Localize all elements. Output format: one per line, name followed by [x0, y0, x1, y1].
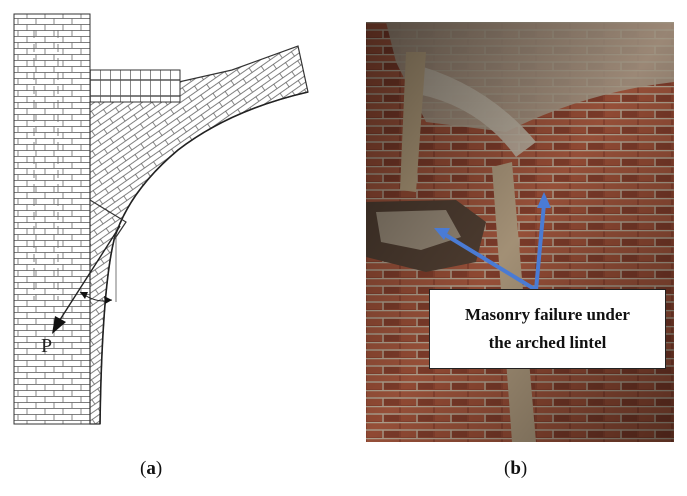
callout-line-2: the arched lintel: [488, 333, 607, 352]
caption-a-open: (: [140, 458, 147, 479]
force-arrow-line: [55, 225, 121, 327]
callout-arrow: [534, 203, 546, 291]
left-pier: [13, 13, 91, 425]
header-course: [89, 69, 181, 103]
caption-b-close: ): [520, 458, 528, 479]
callout-arrow-head: [537, 192, 551, 208]
angle-arc-tick: [104, 296, 112, 304]
caption-b-letter: b: [510, 458, 521, 479]
callout-line-1: Masonry failure under: [465, 305, 630, 324]
angle-arc-tick: [80, 292, 88, 299]
arch-intrados: [99, 91, 309, 425]
caption-a-close: ): [155, 458, 163, 479]
skewback: [89, 199, 127, 241]
load-label: P: [41, 335, 53, 357]
photo-illustration: [366, 22, 674, 442]
caption-b-open: (: [504, 458, 511, 479]
arch-masonry-diagram: [13, 13, 309, 425]
caption-b: (b): [504, 458, 527, 480]
force-arrow-head: [52, 316, 66, 334]
masonry-failure-photo: [366, 22, 674, 442]
caption-a-letter: a: [146, 458, 156, 479]
caption-a: (a): [140, 458, 162, 480]
callout-arrow-head: [434, 228, 450, 240]
arch-body: [89, 45, 309, 425]
callout-arrow: [442, 232, 538, 292]
failure-callout: Masonry failure under the arched lintel: [429, 289, 666, 369]
